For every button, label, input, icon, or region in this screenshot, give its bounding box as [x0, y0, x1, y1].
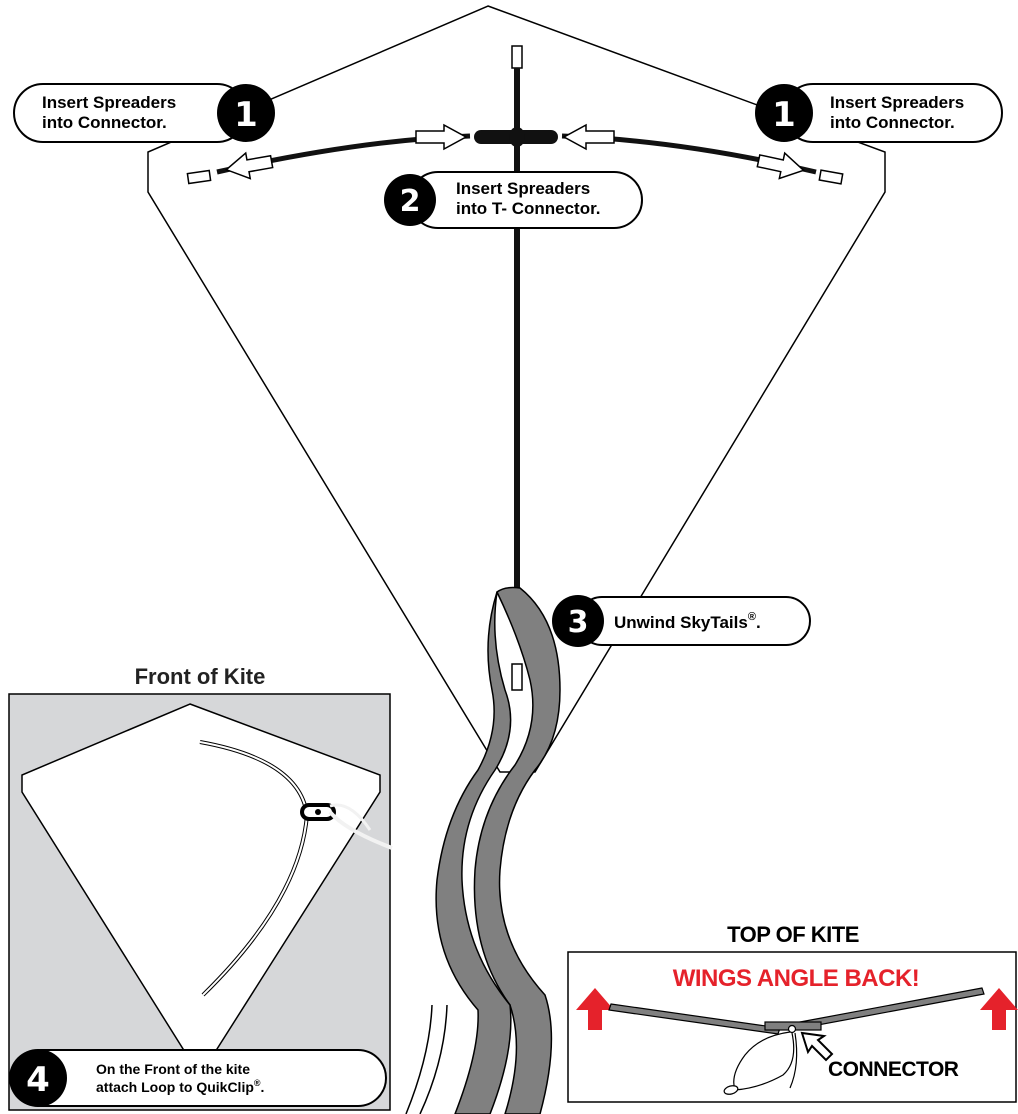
- arrow-into-right-connector: [756, 151, 805, 180]
- flying-line: [328, 810, 393, 850]
- pointer-arrow-icon: [800, 1031, 834, 1062]
- top-view-wings: [608, 987, 985, 1035]
- step1-right-line2: into Connector.: [830, 113, 955, 132]
- front-panel-title: Front of Kite: [135, 664, 266, 689]
- spine-spar: [511, 45, 523, 691]
- step1-right-number: 1: [772, 95, 796, 135]
- step4-number: 4: [26, 1060, 50, 1100]
- step3-text: Unwind SkyTails®.: [614, 611, 761, 632]
- step2-badge: [384, 174, 436, 226]
- step1-right-badge: [755, 84, 813, 142]
- step1-right-line1: Insert Spreaders: [830, 93, 964, 112]
- step1-left-line1: Insert Spreaders: [42, 93, 176, 112]
- arrow-into-t-connector-right: [562, 123, 615, 151]
- wings-angle-back-warning: WINGS ANGLE BACK!: [673, 965, 920, 992]
- connector-label: CONNECTOR: [828, 1058, 959, 1081]
- up-arrow-right-icon: [980, 988, 1018, 1030]
- step3-callout: 3 Unwind SkyTails®.: [552, 595, 811, 647]
- step2-line1: Insert Spreaders: [456, 179, 590, 198]
- step1-left-number: 1: [234, 95, 258, 135]
- top-panel-title: TOP OF KITE: [727, 922, 859, 947]
- step4-badge: [9, 1049, 67, 1107]
- arrow-into-left-connector: [224, 151, 274, 180]
- front-of-kite-panel: Front of Kite: [8, 664, 393, 1111]
- step1-left-line2: into Connector.: [42, 113, 167, 132]
- step4-line1: On the Front of the kite: [96, 1061, 250, 1077]
- step2-callout: 2 Insert Spreaders into T- Connector.: [384, 171, 643, 229]
- step4-line2: attach Loop to QuikClip®.: [96, 1078, 264, 1095]
- step1-left-badge: [217, 84, 275, 142]
- step4-callout: 4 On the Front of the kite attach Loop t…: [9, 1049, 387, 1107]
- top-of-kite-panel: TOP OF KITE WINGS ANGLE BACK! CONNECTOR: [567, 922, 1018, 1103]
- step3-number: 3: [568, 605, 589, 640]
- step3-badge: [552, 595, 604, 647]
- step1-right-callout: 1 Insert Spreaders into Connector.: [755, 83, 1003, 143]
- t-connector: [474, 127, 558, 147]
- quikclip-icon: [300, 803, 336, 821]
- step1-left-callout: 1 Insert Spreaders into Connector.: [13, 83, 275, 143]
- step2-line2: into T- Connector.: [456, 199, 601, 218]
- arrow-into-t-connector-left: [415, 123, 468, 151]
- up-arrow-left-icon: [576, 988, 614, 1030]
- step2-number: 2: [400, 184, 421, 219]
